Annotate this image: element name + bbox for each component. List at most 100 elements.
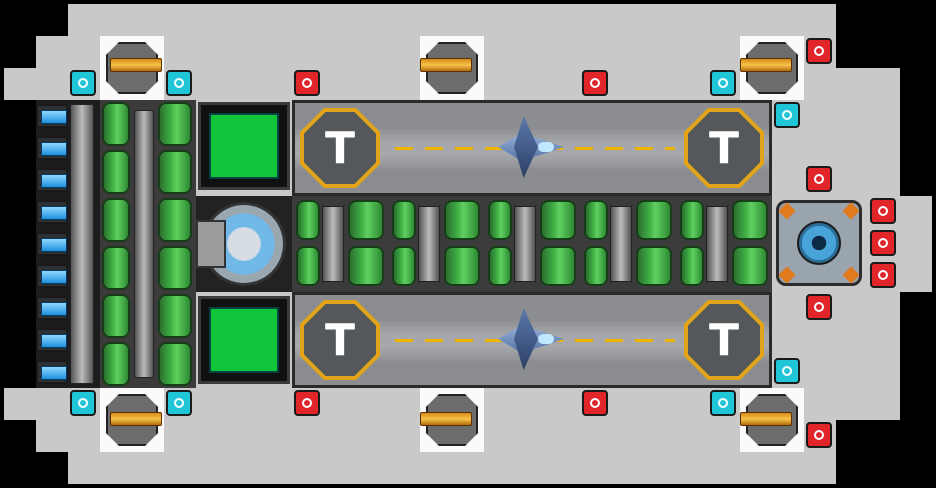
fuel-tank[interactable] xyxy=(102,150,130,194)
thruster[interactable] xyxy=(36,232,68,256)
fuel-tank[interactable] xyxy=(102,246,130,290)
thruster[interactable] xyxy=(36,296,68,320)
target-icon xyxy=(878,206,888,216)
core-eye-icon xyxy=(797,221,841,265)
shield-module[interactable] xyxy=(166,390,192,416)
fuel-tank[interactable] xyxy=(488,200,512,240)
tank-pipe xyxy=(706,206,728,282)
fuel-tank[interactable] xyxy=(392,246,416,286)
shield-icon xyxy=(174,398,184,408)
weapon-module[interactable] xyxy=(294,390,320,416)
notch-r2 xyxy=(900,292,936,420)
turret-barrel-icon xyxy=(110,58,162,72)
notch-r1 xyxy=(900,68,936,196)
shield-module[interactable] xyxy=(774,358,800,384)
weapon-module[interactable] xyxy=(806,166,832,192)
weapon-module[interactable] xyxy=(870,198,896,224)
fuel-tank[interactable] xyxy=(680,246,704,286)
weapon-module[interactable] xyxy=(806,422,832,448)
fuel-tank[interactable] xyxy=(540,200,576,240)
storage-room-bottom[interactable] xyxy=(198,296,290,384)
target-icon xyxy=(814,302,824,312)
parked-fighter-ship[interactable] xyxy=(498,308,564,370)
fuel-tank[interactable] xyxy=(348,246,384,286)
landing-pad[interactable]: T xyxy=(684,108,764,188)
fuel-tank[interactable] xyxy=(102,294,130,338)
ship-cockpit-icon xyxy=(538,334,554,344)
thruster[interactable] xyxy=(36,104,68,128)
landing-pad[interactable]: T xyxy=(300,108,380,188)
reactor-room[interactable] xyxy=(196,196,292,292)
landing-pad[interactable]: T xyxy=(300,300,380,380)
turret-barrel-icon xyxy=(420,412,472,426)
shield-module[interactable] xyxy=(710,70,736,96)
shield-module[interactable] xyxy=(774,102,800,128)
target-icon xyxy=(302,78,312,88)
thruster[interactable] xyxy=(36,200,68,224)
fuel-tank[interactable] xyxy=(732,246,768,286)
turret-barrel-icon xyxy=(740,412,792,426)
storage-room-top[interactable] xyxy=(198,102,290,190)
parked-fighter-ship[interactable] xyxy=(498,116,564,178)
target-icon xyxy=(590,398,600,408)
ship-cockpit-icon xyxy=(538,142,554,152)
fuel-tank[interactable] xyxy=(584,200,608,240)
fuel-tank[interactable] xyxy=(158,102,192,146)
target-icon xyxy=(878,238,888,248)
shield-icon xyxy=(718,78,728,88)
thruster[interactable] xyxy=(36,328,68,352)
shield-module[interactable] xyxy=(70,70,96,96)
shield-module[interactable] xyxy=(710,390,736,416)
thruster-manifold xyxy=(70,104,94,384)
shield-module[interactable] xyxy=(70,390,96,416)
fuel-tank[interactable] xyxy=(158,246,192,290)
target-icon xyxy=(814,46,824,56)
fuel-tank[interactable] xyxy=(102,198,130,242)
ship-wing-icon xyxy=(514,308,538,370)
fuel-tank[interactable] xyxy=(102,102,130,146)
target-icon xyxy=(814,174,824,184)
fuel-tank[interactable] xyxy=(636,200,672,240)
thruster[interactable] xyxy=(36,360,68,384)
shield-icon xyxy=(718,398,728,408)
fuel-tank[interactable] xyxy=(158,198,192,242)
fuel-tank[interactable] xyxy=(296,246,320,286)
core-bolt-icon xyxy=(842,266,860,284)
fuel-tank[interactable] xyxy=(444,200,480,240)
weapon-module[interactable] xyxy=(582,70,608,96)
fuel-tank[interactable] xyxy=(488,246,512,286)
fuel-tank[interactable] xyxy=(392,200,416,240)
turret-barrel-icon xyxy=(110,412,162,426)
landing-pad[interactable]: T xyxy=(684,300,764,380)
thruster[interactable] xyxy=(36,264,68,288)
core-module[interactable] xyxy=(776,200,862,286)
weapon-module[interactable] xyxy=(806,294,832,320)
target-icon xyxy=(302,398,312,408)
core-bolt-icon xyxy=(842,202,860,220)
landing-pad-glyph: T xyxy=(688,304,760,376)
thruster[interactable] xyxy=(36,136,68,160)
fuel-tank[interactable] xyxy=(636,246,672,286)
fuel-tank[interactable] xyxy=(158,342,192,386)
fuel-tank[interactable] xyxy=(158,150,192,194)
fuel-tank[interactable] xyxy=(732,200,768,240)
weapon-module[interactable] xyxy=(294,70,320,96)
core-bolt-icon xyxy=(778,202,796,220)
shield-icon xyxy=(782,110,792,120)
weapon-module[interactable] xyxy=(806,38,832,64)
weapon-module[interactable] xyxy=(870,230,896,256)
weapon-module[interactable] xyxy=(870,262,896,288)
fuel-tank[interactable] xyxy=(680,200,704,240)
fuel-tank[interactable] xyxy=(158,294,192,338)
shield-icon xyxy=(78,398,88,408)
target-icon xyxy=(590,78,600,88)
thruster[interactable] xyxy=(36,168,68,192)
fuel-tank[interactable] xyxy=(296,200,320,240)
fuel-tank[interactable] xyxy=(348,200,384,240)
fuel-tank[interactable] xyxy=(540,246,576,286)
shield-module[interactable] xyxy=(166,70,192,96)
weapon-module[interactable] xyxy=(582,390,608,416)
fuel-tank[interactable] xyxy=(444,246,480,286)
fuel-tank[interactable] xyxy=(584,246,608,286)
fuel-tank[interactable] xyxy=(102,342,130,386)
